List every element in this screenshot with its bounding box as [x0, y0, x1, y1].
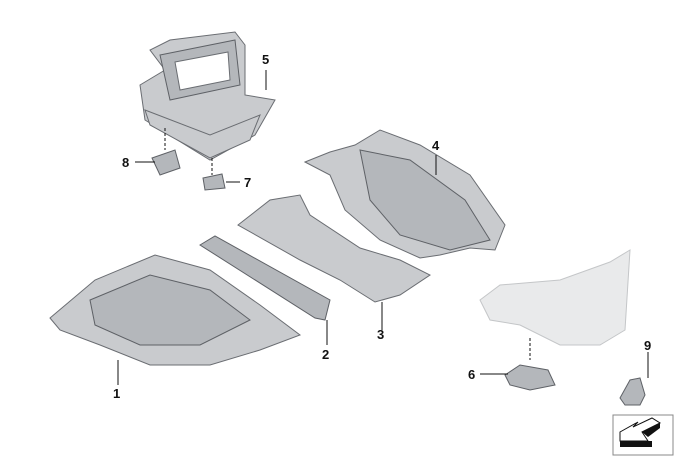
- callout-1[interactable]: 1: [113, 386, 121, 401]
- callout-5[interactable]: 5: [262, 52, 270, 67]
- part-7-drawing[interactable]: [202, 173, 226, 191]
- callout-4[interactable]: 4: [432, 138, 440, 153]
- callout-9[interactable]: 9: [644, 338, 652, 353]
- callout-7[interactable]: 7: [244, 175, 252, 190]
- previous-arrow-icon[interactable]: [612, 414, 674, 456]
- callout-6[interactable]: 6: [468, 367, 476, 382]
- part-3-drawing[interactable]: [237, 194, 431, 303]
- callout-2[interactable]: 2: [322, 347, 330, 362]
- part-8-drawing[interactable]: [151, 149, 181, 176]
- part-5-drawing[interactable]: [139, 31, 276, 161]
- part-2-drawing[interactable]: [199, 235, 331, 321]
- callout-8[interactable]: 8: [122, 155, 130, 170]
- part-4-drawing[interactable]: [303, 129, 506, 259]
- part-9-drawing[interactable]: [619, 377, 646, 406]
- ghost-reference-part: [479, 249, 631, 346]
- callout-3[interactable]: 3: [377, 327, 385, 342]
- part-6-drawing[interactable]: [504, 364, 556, 391]
- part-1-drawing[interactable]: [49, 254, 302, 366]
